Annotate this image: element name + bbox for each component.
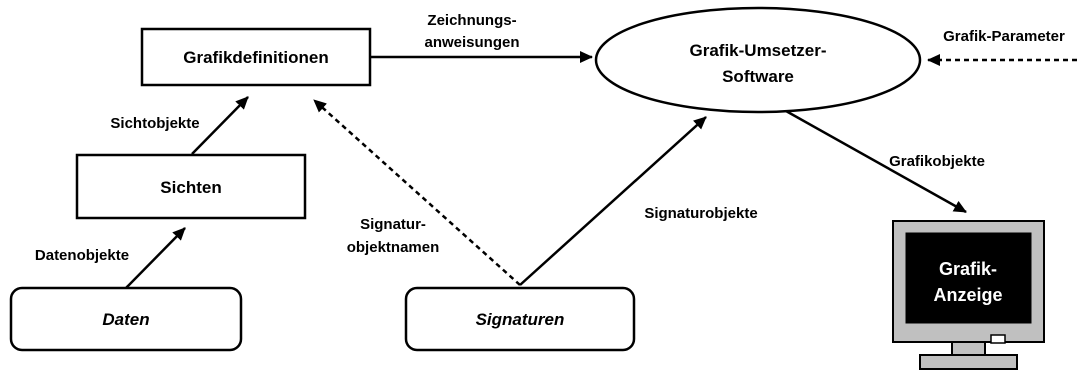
label-grafik-parameter: Grafik-Parameter	[943, 28, 1065, 45]
label-signatur-line2: objektnamen	[347, 239, 440, 256]
label-anzeige-line1: Grafik-	[939, 259, 997, 279]
label-grafikobjekte: Grafikobjekte	[889, 153, 985, 170]
edge-signaturen-grafikdefinitionen	[313, 99, 521, 286]
edge-sichten-grafikdefinitionen	[191, 96, 249, 155]
label-umsetzer-line2: Software	[722, 67, 794, 86]
node-daten: Daten	[9, 286, 243, 352]
node-grafikdefinitionen: Grafikdefinitionen	[140, 27, 372, 87]
node-grafik-umsetzer: Grafik-Umsetzer- Software	[594, 6, 922, 114]
label-daten: Daten	[102, 310, 149, 329]
node-signaturen: Signaturen	[404, 286, 636, 352]
label-datenobjekte: Datenobjekte	[35, 247, 129, 264]
node-sichten: Sichten	[75, 153, 307, 220]
label-zeichnungs-line1: Zeichnungs-	[427, 12, 516, 29]
label-signatur-line1: Signatur-	[360, 216, 426, 233]
label-anzeige-line2: Anzeige	[933, 285, 1002, 305]
label-zeichnungs-line2: anweisungen	[424, 34, 519, 51]
label-sichten: Sichten	[160, 178, 221, 197]
monitor-icon: Grafik- Anzeige	[892, 220, 1045, 370]
label-signaturobjekte: Signaturobjekte	[644, 205, 757, 222]
label-sichtobjekte: Sichtobjekte	[110, 115, 199, 132]
edge-daten-sichten	[125, 227, 186, 289]
edge-umsetzer-anzeige	[785, 109, 967, 214]
label-grafikdefinitionen: Grafikdefinitionen	[183, 48, 328, 67]
edge-signaturen-umsetzer	[519, 116, 707, 286]
edge-labels: Zeichnungs- anweisungen Grafik-Parameter…	[35, 12, 1065, 264]
label-umsetzer-line1: Grafik-Umsetzer-	[690, 41, 827, 60]
label-signaturen: Signaturen	[476, 310, 565, 329]
edges	[125, 51, 1077, 289]
